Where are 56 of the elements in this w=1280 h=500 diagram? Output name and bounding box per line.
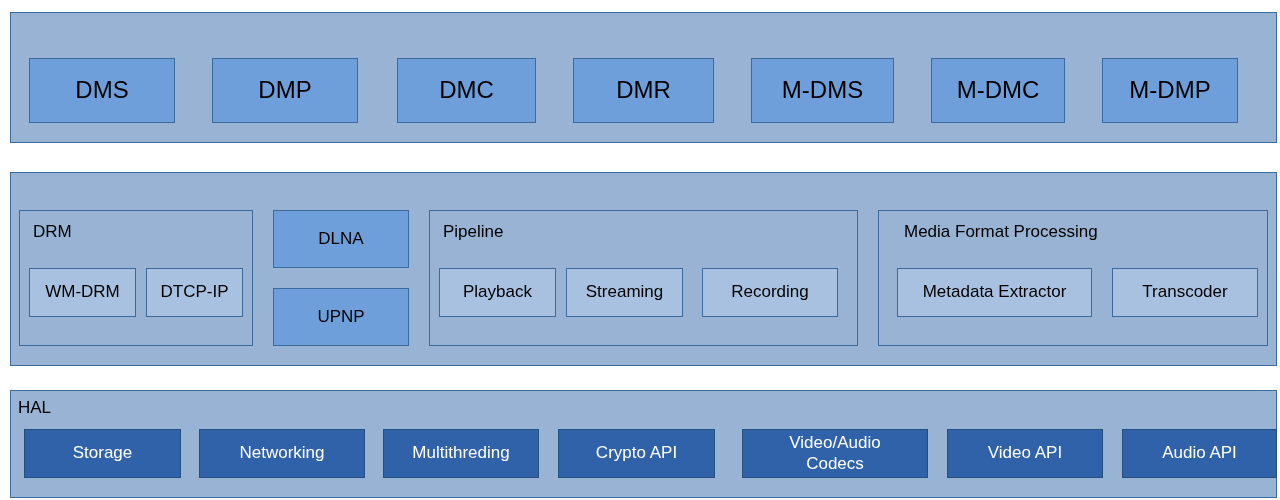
component-box — [273, 210, 409, 268]
component-label: DMC — [438, 75, 495, 106]
component-label: DMR — [615, 75, 672, 106]
component-label: Video/Audio Codecs — [788, 432, 882, 475]
group-panel — [10, 390, 1277, 498]
component-box — [146, 268, 243, 317]
component-box — [931, 58, 1065, 123]
component-label: M-DMP — [1128, 75, 1212, 106]
component-box — [199, 429, 365, 478]
component-label: DMP — [257, 75, 313, 106]
component-label: Metadata Extractor — [921, 281, 1068, 304]
component-label: DLNA — [317, 227, 365, 250]
component-box — [1122, 429, 1277, 478]
component-label: DTCP-IP — [159, 281, 230, 304]
component-label: Recording — [730, 281, 810, 304]
component-box — [897, 268, 1092, 317]
group-title: Pipeline — [443, 221, 504, 243]
component-label: Multithreding — [411, 442, 511, 465]
component-label: Transcoder — [1141, 281, 1229, 304]
component-label: Networking — [238, 442, 326, 465]
component-box — [573, 58, 714, 123]
component-label: Storage — [71, 442, 134, 465]
component-box — [29, 58, 175, 123]
component-box — [397, 58, 536, 123]
component-label: M-DMS — [780, 75, 865, 106]
component-label: Streaming — [584, 281, 665, 304]
component-box — [566, 268, 683, 317]
component-box — [742, 429, 928, 478]
component-box — [383, 429, 539, 478]
component-label: Crypto API — [594, 442, 679, 465]
component-label: Playback — [462, 281, 533, 304]
group-panel — [19, 210, 253, 346]
component-box — [29, 268, 136, 317]
group-panel — [878, 210, 1268, 346]
component-box — [439, 268, 556, 317]
component-box — [1112, 268, 1258, 317]
component-label: WM-DRM — [44, 281, 121, 304]
component-label: Audio API — [1161, 442, 1238, 465]
group-panel — [429, 210, 858, 346]
group-panel — [10, 172, 1277, 366]
component-box — [558, 429, 715, 478]
component-label: UPNP — [316, 305, 366, 328]
group-panel — [10, 12, 1277, 143]
component-box — [273, 288, 409, 346]
component-box — [751, 58, 894, 123]
group-title: Media Format Processing — [904, 221, 1098, 243]
component-label: Video API — [986, 442, 1064, 465]
component-box — [212, 58, 358, 123]
component-label: DMS — [74, 75, 130, 106]
group-title: DRM — [33, 221, 72, 243]
component-box — [1102, 58, 1238, 123]
component-box — [24, 429, 181, 478]
group-title: HAL — [18, 397, 52, 419]
component-box — [702, 268, 838, 317]
component-box — [947, 429, 1103, 478]
component-label: M-DMC — [955, 75, 1041, 106]
